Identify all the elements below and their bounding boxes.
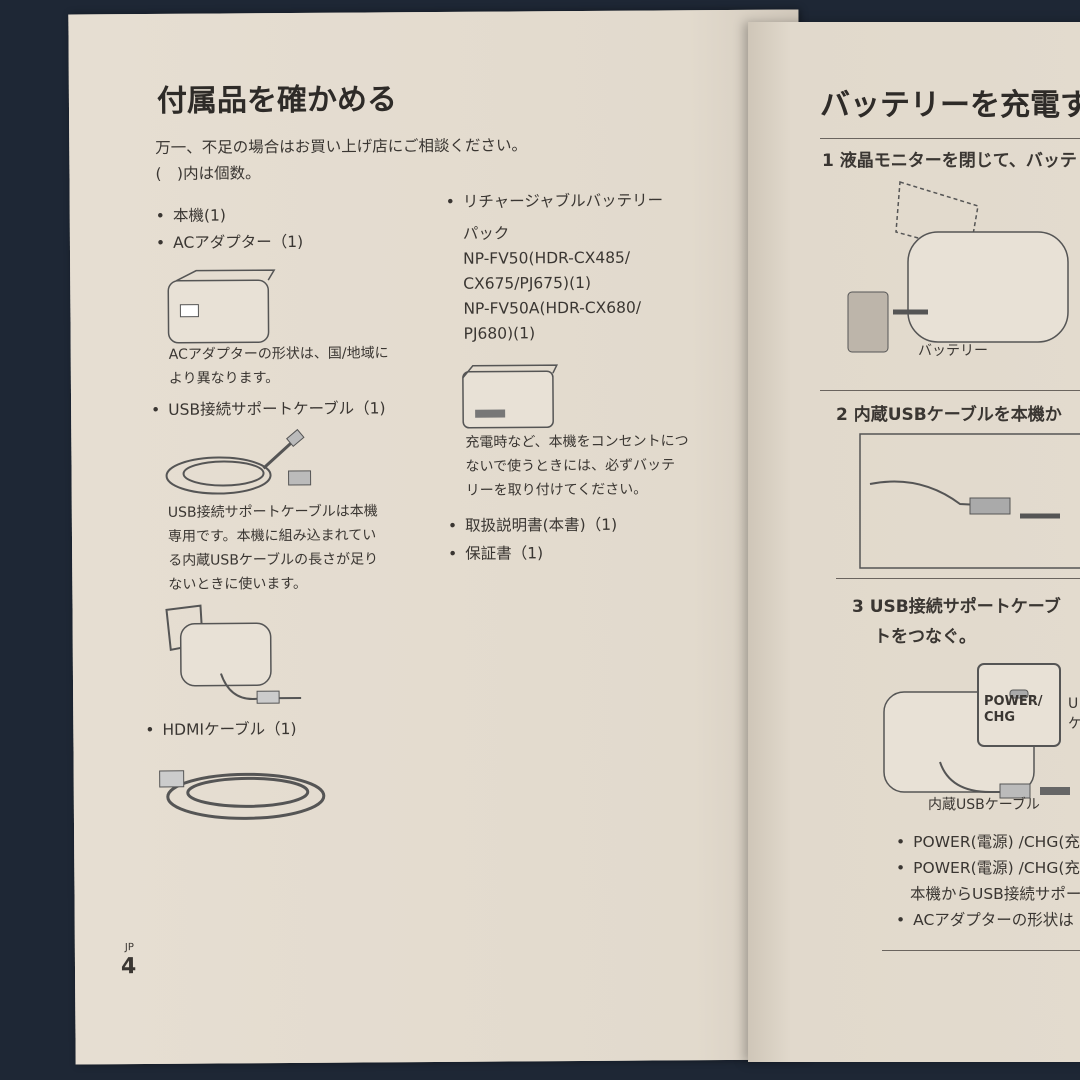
- battery-illustration: [462, 364, 559, 429]
- step-1: 1 液晶モニターを閉じて、バッテ: [822, 151, 1077, 171]
- usb-cable-illustration: [165, 428, 312, 495]
- note-1: POWER(電源) /CHG(充: [896, 830, 1080, 855]
- hdmi-cable-illustration: [159, 770, 326, 820]
- usb-note-3: る内蔵USBケーブルの長さが足り: [168, 551, 379, 569]
- lamp-label-line-1: POWER/: [984, 694, 1043, 709]
- step-3-line-1: 3 USB接続サポートケーブ: [852, 597, 1061, 617]
- item-usb-cable: USB接続サポートケーブル（1): [151, 396, 386, 423]
- lamp-label: POWER/ CHG: [984, 694, 1043, 726]
- battery-note-1: 充電時など、本機をコンセントにつ: [465, 433, 689, 451]
- usb-note-4: ないときに使います。: [168, 575, 307, 593]
- step-1-illustration: [847, 181, 1069, 353]
- ac-note-2: より異なります。: [168, 370, 280, 387]
- ac-note-1: ACアダプターの形状は、国/地域に: [168, 345, 389, 363]
- note-2: POWER(電源) /CHG(充: [896, 856, 1080, 881]
- usb-note-1: USB接続サポートケーブルは本機: [167, 503, 378, 521]
- step-3-illustration: [883, 663, 1070, 799]
- item-battery-line-6: PJ680)(1): [463, 324, 536, 343]
- battery-note-2: ないで使うときには、必ずバッテ: [465, 457, 676, 475]
- item-battery-line-5: NP-FV50A(HDR-CX680/: [463, 298, 642, 318]
- item-battery-line-4: CX675/PJ675)(1): [463, 273, 592, 293]
- side-label-line-2: ケ: [1068, 716, 1080, 732]
- step-2-illustration: [859, 433, 1080, 569]
- right-page: バッテリーを充電す 1 液晶モニターを閉じて、バッテ バッテリー 2 内蔵USB…: [748, 22, 1080, 1062]
- right-page-title: バッテリーを充電す: [820, 88, 1080, 123]
- step-3-line-2: トをつなぐ。: [874, 627, 976, 647]
- note-4: ACアダプターの形状は: [896, 908, 1074, 933]
- side-label: U ケ: [1068, 694, 1080, 734]
- page-number: 4: [120, 954, 137, 980]
- item-battery-line-2: パック: [462, 224, 510, 243]
- intro-line-1: 万一、不足の場合はお買い上げ店にご相談ください。: [155, 136, 528, 157]
- item-body: 本機(1): [156, 203, 226, 228]
- note-3: 本機からUSB接続サポー: [910, 885, 1080, 903]
- item-manual: 取扱説明書(本書)（1): [448, 513, 617, 539]
- item-hdmi-cable: HDMIケーブル（1): [145, 717, 296, 743]
- page-title: 付属品を確かめる: [156, 82, 398, 119]
- cable-label: 内蔵USBケーブル: [928, 797, 1040, 813]
- item-ac-adapter: ACアダプター（1): [156, 230, 303, 256]
- ac-adapter-illustration: [167, 269, 276, 344]
- item-warranty: 保証書（1): [448, 541, 543, 567]
- battery-note-3: リーを取り付けてください。: [465, 481, 648, 499]
- usb-note-2: 専用です。本機に組み込まれてい: [167, 527, 377, 545]
- item-battery-line-3: NP-FV50(HDR-CX485/: [462, 248, 631, 268]
- lamp-label-line-2: CHG: [984, 710, 1016, 725]
- camera-cable-illustration: [165, 604, 302, 704]
- side-label-line-1: U: [1068, 696, 1079, 712]
- left-page: 付属品を確かめる 万一、不足の場合はお買い上げ店にご相談ください。 ( )内は個…: [68, 9, 806, 1065]
- step-2: 2 内蔵USBケーブルを本機か: [836, 405, 1062, 425]
- intro-line-2: ( )内は個数。: [155, 164, 261, 183]
- battery-label: バッテリー: [918, 343, 988, 359]
- item-battery-line-1: リチャージャブルバッテリー: [446, 188, 664, 215]
- page-lang-label: JP: [124, 942, 134, 954]
